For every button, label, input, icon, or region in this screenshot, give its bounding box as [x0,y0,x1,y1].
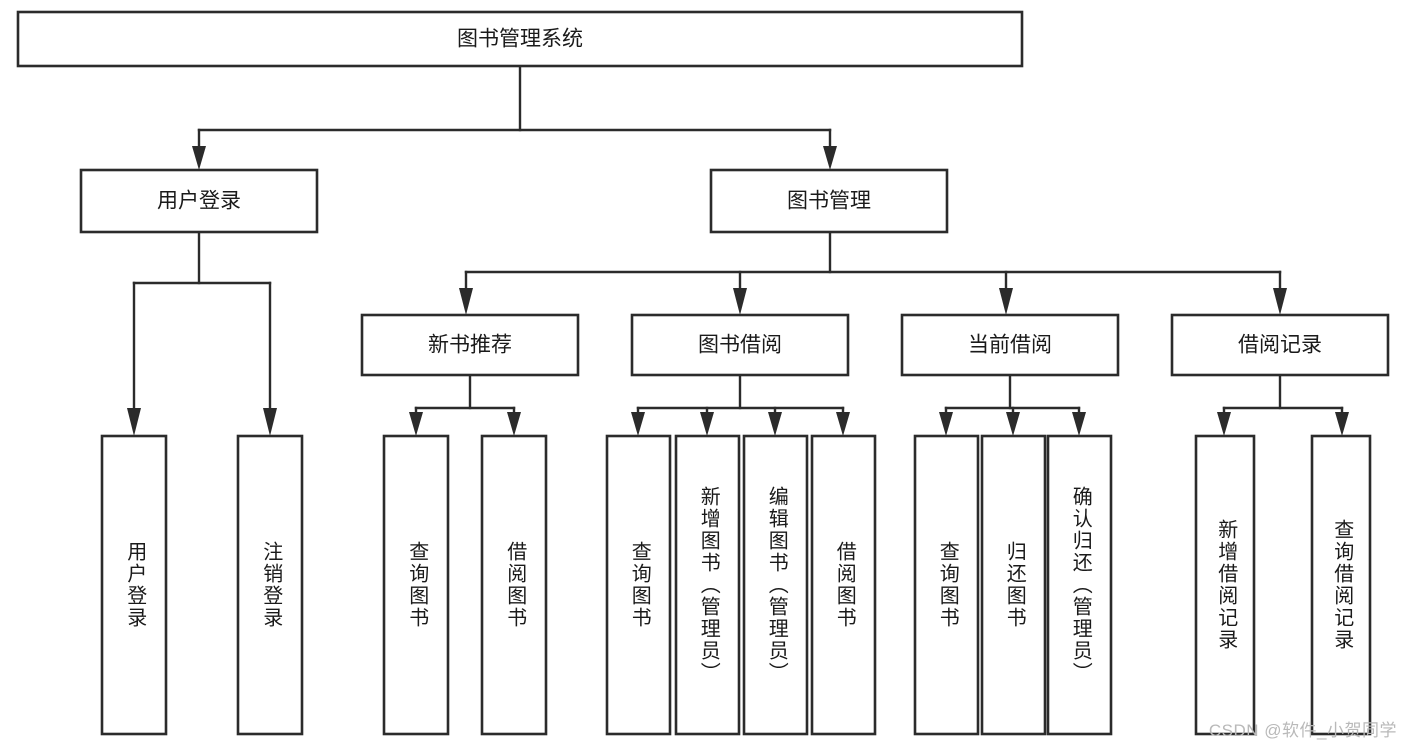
leaf-box-borrow-book-nb[interactable] [480,434,548,736]
leaf-box-logout[interactable] [236,434,304,736]
arrow-leaf-query-book-cb [939,412,953,436]
arrow-to-user-login [192,146,206,170]
arrow-leaf-query-book-nb [409,412,423,436]
arrow-leaf-query-book-bb [631,412,645,436]
arrow-leaf-return-book [1006,412,1020,436]
leaf-box-borrow-book-bb[interactable] [810,434,877,736]
node-new-book-recommend-box[interactable] [360,313,580,377]
arrow-to-current-borrow [999,288,1013,315]
leaf-box-query-record[interactable] [1310,434,1372,736]
arrow-leaf-logout [263,408,277,436]
arrow-leaf-confirm-return [1072,412,1086,436]
connectors-user-login-to-leaves [127,230,277,436]
arrow-to-book-manage [823,146,837,170]
arrow-to-book-borrow [733,288,747,315]
arrow-leaf-borrow-book-nb [507,412,521,436]
node-book-manage-box[interactable] [709,168,949,234]
arrow-leaf-edit-book [768,412,782,436]
arrow-leaf-query-record [1335,412,1349,436]
connectors-borrow-record-to-leaves [1217,373,1349,436]
node-borrow-record-box[interactable] [1170,313,1390,377]
connectors-book-manage-to-level3 [459,230,1287,315]
node-user-login-box[interactable] [79,168,319,234]
leaf-box-edit-book[interactable] [742,434,809,736]
leaf-box-query-book-nb[interactable] [382,434,450,736]
node-current-borrow-box[interactable] [900,313,1120,377]
node-current-borrow-label: 当前借阅 [968,334,1052,357]
arrow-leaf-add-record [1217,412,1231,436]
arrow-leaf-borrow-book-bb [836,412,850,436]
arrow-to-new-book [459,288,473,315]
leaf-box-confirm-return[interactable] [1046,434,1113,736]
node-book-manage-label: 图书管理 [787,190,871,213]
node-root-label: 图书管理系统 [457,28,583,51]
node-borrow-record-label: 借阅记录 [1238,334,1322,357]
leaf-box-return-book[interactable] [980,434,1047,736]
connectors-book-borrow-to-leaves [631,373,850,436]
leaf-box-query-book-bb[interactable] [605,434,672,736]
node-user-login-label: 用户登录 [157,190,241,213]
arrow-leaf-user-login [127,408,141,436]
leaf-box-user-login[interactable] [100,434,168,736]
node-new-book-recommend-label: 新书推荐 [428,334,512,357]
arrow-leaf-add-book [700,412,714,436]
csdn-watermark: CSDN @软件_小贺同学 [1208,721,1397,740]
connectors-current-borrow-to-leaves [939,373,1086,436]
leaf-box-add-book[interactable] [674,434,741,736]
leaf-box-add-record[interactable] [1194,434,1256,736]
leaf-box-query-book-cb[interactable] [913,434,980,736]
connectors-new-book-to-leaves [409,373,521,436]
node-book-borrow-label: 图书借阅 [698,334,782,357]
connectors-root-to-level2 [192,64,837,170]
node-root-box[interactable] [16,10,1024,68]
arrow-to-borrow-record [1273,288,1287,315]
node-book-borrow-box[interactable] [630,313,850,377]
